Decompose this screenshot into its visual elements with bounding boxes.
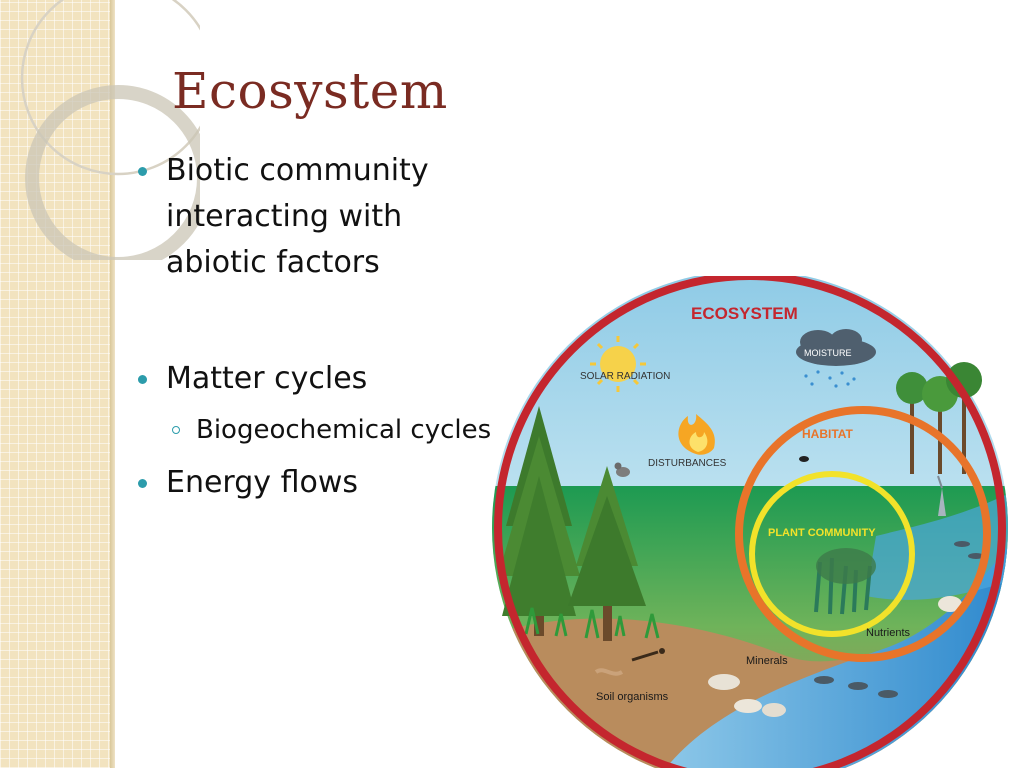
sun-icon (590, 336, 646, 392)
decorative-rings (20, 0, 200, 260)
label-solar-radiation: SOLAR RADIATION (580, 371, 670, 382)
rain-cloud-icon (796, 329, 876, 388)
insect-icon (799, 456, 809, 462)
label-disturbances: DISTURBANCES (648, 458, 727, 469)
bullet-dot-icon (138, 375, 147, 384)
sub-bullet-item: Biogeochemical cycles (168, 412, 491, 448)
label-plant-community: PLANT COMMUNITY (768, 527, 876, 539)
bird-icon (614, 462, 630, 477)
sub-bullet-text: Biogeochemical cycles (196, 415, 492, 445)
bullet-text: Matter cycles (166, 361, 368, 396)
plant-community-ring (749, 471, 915, 637)
bullet-dot-icon (138, 479, 147, 488)
marsh-plants-icon (814, 548, 876, 615)
bullet-text: Energy flows (166, 465, 358, 500)
ecosystem-ring (494, 276, 1006, 768)
tree-icon (896, 362, 982, 474)
bullet-dot-icon (138, 167, 147, 176)
label-moisture: MOISTURE (804, 348, 852, 358)
worm-icon (594, 668, 624, 676)
ecosystem-diagram: SOLAR RADIATION MOISTURE DISTURBANCES (486, 276, 1024, 768)
heron-icon (937, 475, 946, 516)
tree-icon (498, 406, 580, 636)
slide-title: Ecosystem (172, 62, 448, 120)
ecosystem-scene (492, 276, 1008, 768)
rocks-icon (708, 596, 962, 717)
side-decoration-edge (110, 0, 115, 768)
fire-icon (678, 414, 715, 455)
label-nutrients: Nutrients (866, 627, 911, 639)
grass-icon (524, 607, 660, 639)
fish-icon (814, 541, 984, 698)
sub-bullet-ring-icon (172, 426, 180, 434)
bullet-text: Biotic community interacting with abioti… (166, 153, 429, 280)
ant-icon (631, 648, 665, 662)
label-minerals: Minerals (746, 655, 788, 667)
label-ecosystem: ECOSYSTEM (691, 304, 798, 323)
bullet-item: Energy flows (132, 460, 358, 506)
tree-icon (568, 466, 646, 641)
bullet-item: Biotic community interacting with abioti… (132, 148, 476, 286)
habitat-ring (735, 406, 991, 662)
label-habitat: HABITAT (802, 427, 854, 441)
label-soil-organisms: Soil organisms (596, 691, 669, 703)
bullet-item: Matter cycles (132, 356, 367, 402)
